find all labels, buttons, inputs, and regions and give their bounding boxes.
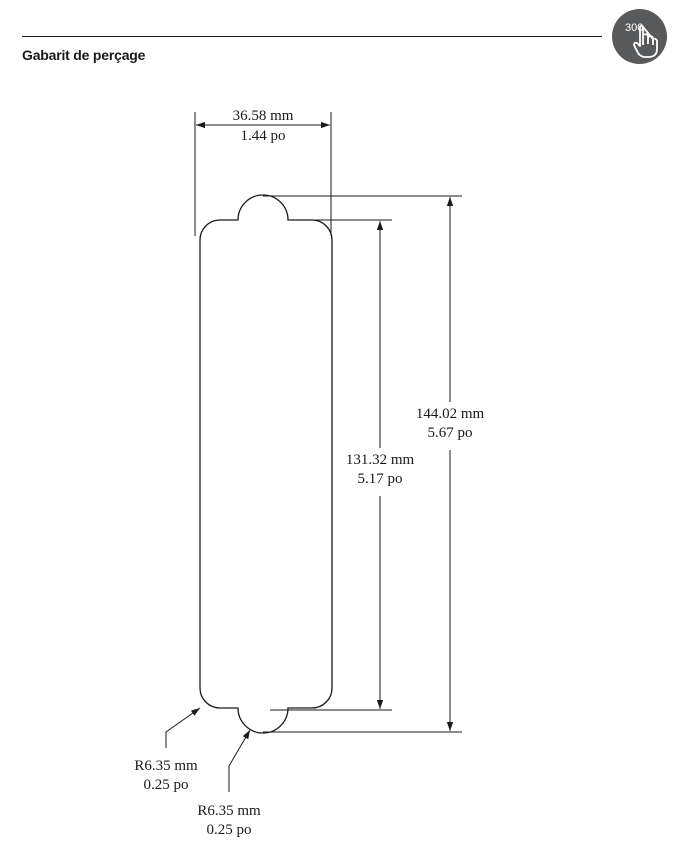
template-outline: [199, 194, 333, 734]
lobe-radius-in-label: 0.25 po: [207, 822, 252, 838]
outer-height-in-label: 5.67 po: [428, 425, 473, 441]
lobe-radius-mm-label: R6.35 mm: [197, 803, 261, 819]
logo-text: 300: [625, 22, 643, 34]
width-in-label: 1.44 po: [241, 128, 286, 144]
inner-height-in-label: 5.17 po: [358, 471, 403, 487]
corner-radius-in-label: 0.25 po: [144, 777, 189, 793]
hand-pointer-icon: 300: [625, 22, 658, 58]
header-rule: [22, 36, 602, 37]
outer-height-mm-label: 144.02 mm: [416, 406, 485, 422]
width-mm-label: 36.58 mm: [233, 108, 294, 124]
page-title: Gabarit de perçage: [22, 47, 146, 63]
corner-radius-mm-label: R6.35 mm: [134, 758, 198, 774]
inner-height-mm-label: 131.32 mm: [346, 452, 415, 468]
corner-radius-leader: [165, 707, 201, 748]
lobe-radius-leader: [228, 729, 251, 792]
brand-logo: 300: [612, 9, 667, 64]
